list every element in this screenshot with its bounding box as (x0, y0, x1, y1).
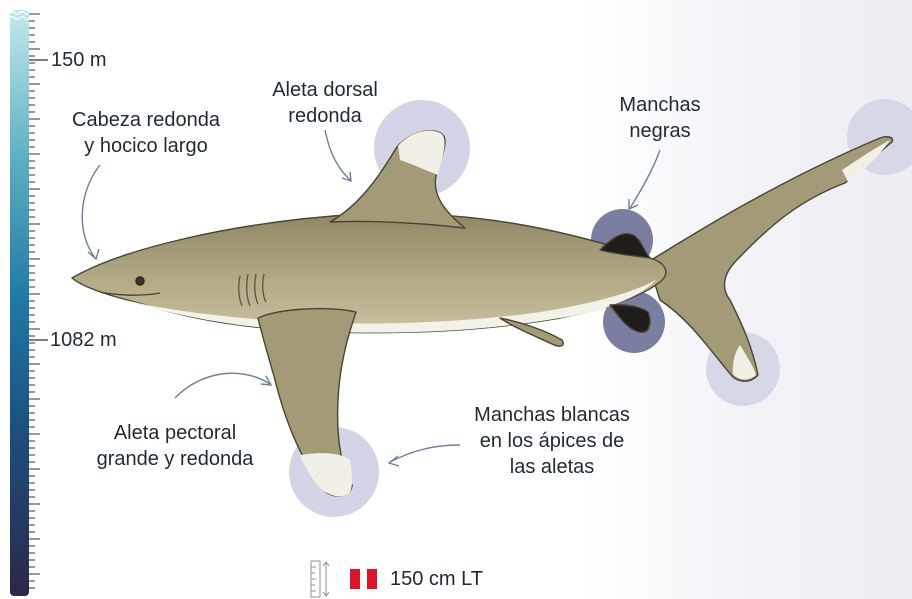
label-white-tips: Manchas blancas en los ápices de las ale… (448, 402, 656, 480)
arrow-black-spots (630, 150, 660, 208)
depth-label-150: 150 m (51, 48, 107, 72)
label-dorsal-line2: redonda (250, 103, 400, 129)
arrow-pectoral (175, 373, 270, 398)
label-white-tips-line1: Manchas blancas (448, 402, 656, 428)
size-legend-text: 150 cm LT (390, 566, 483, 592)
arrow-head-label (82, 165, 100, 258)
label-pectoral: Aleta pectoral grande y redonda (75, 420, 275, 472)
label-pectoral-line1: Aleta pectoral (75, 420, 275, 446)
depth-bar (10, 10, 29, 596)
label-head-line1: Cabeza redonda (48, 107, 244, 133)
depth-label-1082: 1082 m (50, 328, 117, 352)
label-dorsal-line1: Aleta dorsal (250, 77, 400, 103)
label-black-spots-line2: negras (595, 118, 725, 144)
label-black-spots-line1: Manchas (595, 92, 725, 118)
label-head: Cabeza redonda y hocico largo (48, 107, 244, 159)
arrow-white-tips-tip (389, 456, 399, 466)
label-head-line2: y hocico largo (48, 133, 244, 159)
label-pectoral-line2: grande y redonda (75, 446, 275, 472)
label-black-spots: Manchas negras (595, 92, 725, 144)
arrow-dorsal (325, 130, 350, 180)
depth-ticks (29, 14, 40, 588)
ruler-icon (311, 561, 329, 597)
label-dorsal: Aleta dorsal redonda (250, 77, 400, 129)
label-white-tips-line2: en los ápices de (448, 428, 656, 454)
flag-icon (350, 569, 377, 589)
shark-eye (136, 277, 144, 285)
label-white-tips-line3: las aletas (448, 454, 656, 480)
